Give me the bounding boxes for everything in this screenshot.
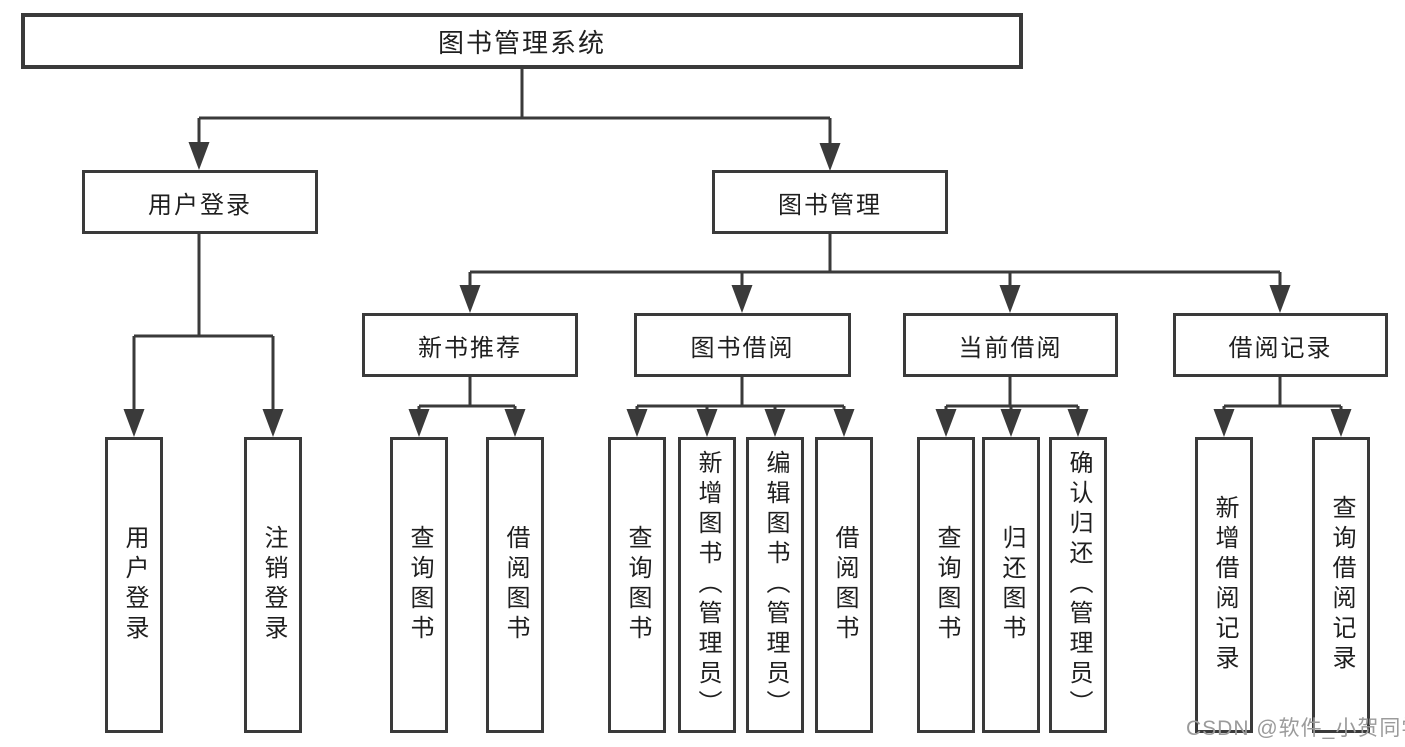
connector-path: [132, 69, 1343, 410]
leaf-query-book-2: 查询图书: [608, 437, 666, 733]
arrow-head: [459, 285, 481, 313]
leaf-edit-book-admin: 编辑图书（管理员）: [746, 437, 804, 733]
node-root-library-system: 图书管理系统: [21, 13, 1023, 69]
node-book-management: 图书管理: [712, 170, 948, 234]
arrow-head: [1269, 285, 1291, 313]
node-borrow-records: 借阅记录: [1173, 313, 1388, 377]
leaf-borrow-book-2: 借阅图书: [815, 437, 873, 733]
node-new-book-recommend: 新书推荐: [362, 313, 578, 377]
arrow-head: [819, 143, 841, 171]
arrow-head: [188, 142, 210, 170]
arrow-head: [999, 285, 1021, 313]
arrow-head: [1213, 409, 1235, 437]
leaf-label: 借阅图书: [502, 525, 529, 645]
leaf-label: 归还图书: [998, 525, 1025, 645]
arrow-head: [1000, 409, 1022, 437]
leaf-logout: 注销登录: [244, 437, 302, 733]
leaf-label: 借阅图书: [831, 525, 858, 645]
leaf-label: 查询图书: [624, 525, 651, 645]
arrow-head: [504, 409, 526, 437]
arrow-head: [764, 409, 786, 437]
arrow-head: [833, 409, 855, 437]
arrow-head: [731, 285, 753, 313]
arrow-head: [935, 409, 957, 437]
leaf-label: 注销登录: [260, 525, 287, 645]
csdn-watermark: CSDN @软件_小贺同学: [1186, 717, 1405, 740]
leaf-add-book-admin: 新增图书（管理员）: [678, 437, 736, 733]
node-book-borrow: 图书借阅: [634, 313, 851, 377]
leaf-label: 新增图书（管理员）: [694, 450, 721, 720]
leaf-label: 用户登录: [121, 525, 148, 645]
leaf-user-login: 用户登录: [105, 437, 163, 733]
arrow-head: [696, 409, 718, 437]
leaf-query-book-1: 查询图书: [390, 437, 448, 733]
arrow-head: [626, 409, 648, 437]
leaf-add-borrow-record: 新增借阅记录: [1195, 437, 1253, 733]
node-current-borrow: 当前借阅: [903, 313, 1118, 377]
arrow-head: [408, 409, 430, 437]
leaf-label: 新增借阅记录: [1211, 495, 1238, 675]
arrow-head: [1067, 409, 1089, 437]
leaf-label: 查询图书: [933, 525, 960, 645]
leaf-label: 查询借阅记录: [1328, 495, 1355, 675]
leaf-query-book-3: 查询图书: [917, 437, 975, 733]
arrow-heads: [123, 142, 1352, 437]
arrow-head: [1330, 409, 1352, 437]
leaf-confirm-return-admin: 确认归还（管理员）: [1049, 437, 1107, 733]
leaf-borrow-book-1: 借阅图书: [486, 437, 544, 733]
leaf-label: 确认归还（管理员）: [1065, 450, 1092, 720]
node-user-login: 用户登录: [82, 170, 318, 234]
leaf-return-book: 归还图书: [982, 437, 1040, 733]
leaf-label: 查询图书: [406, 525, 433, 645]
leaf-label: 编辑图书（管理员）: [762, 450, 789, 720]
leaf-query-borrow-record: 查询借阅记录: [1312, 437, 1370, 733]
arrow-head: [123, 409, 145, 437]
arrow-head: [262, 409, 284, 437]
